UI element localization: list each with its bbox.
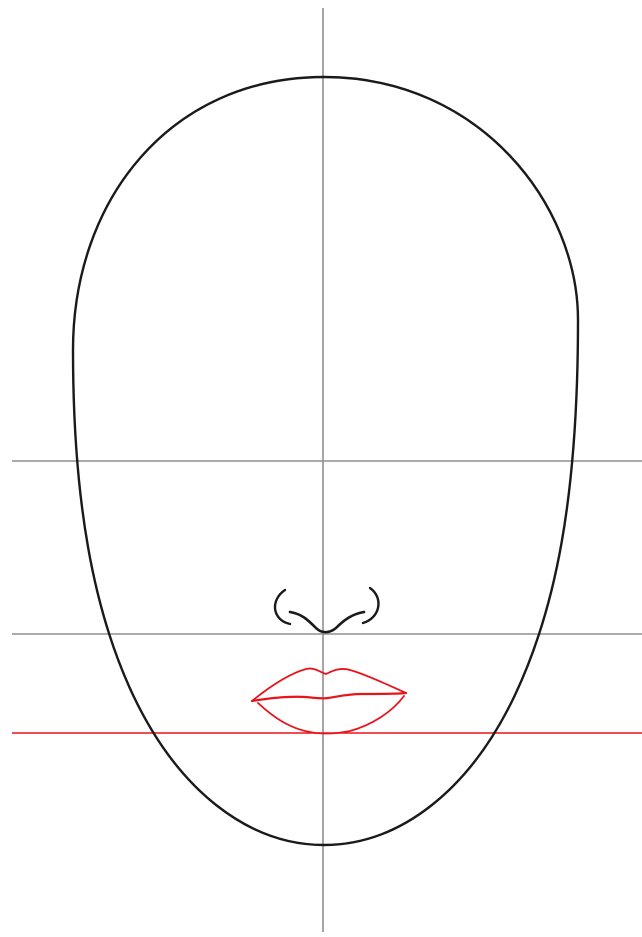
nose-tip [290, 612, 364, 632]
lip-parting-line [252, 693, 406, 701]
upper-lip [252, 669, 406, 701]
left-nostril [275, 590, 290, 624]
right-nostril [363, 588, 378, 623]
nose [275, 588, 379, 632]
lips [252, 669, 406, 734]
lower-lip [258, 696, 404, 734]
